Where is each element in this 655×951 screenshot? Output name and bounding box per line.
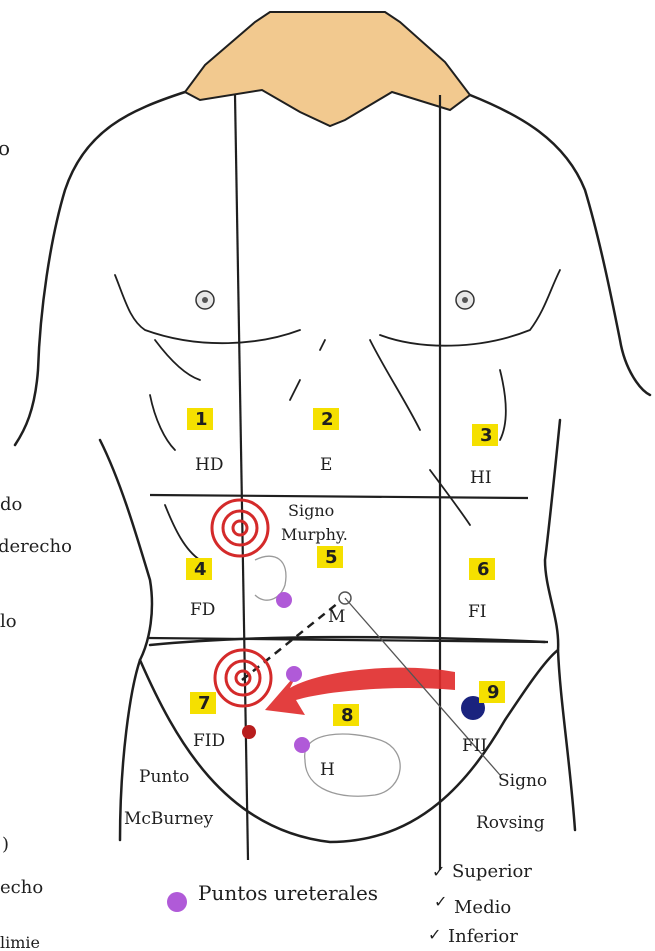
region-1-abbr: HD: [195, 455, 223, 475]
mcburney-label-line1: Punto: [139, 767, 189, 787]
legend-check-inferior: ✓: [428, 925, 441, 944]
region-6-number: 6: [477, 559, 490, 580]
rovsing-label-line1: Signo: [498, 771, 547, 791]
legend-check-middle: ✓: [434, 892, 447, 911]
rovsing-label-line2: Rovsing: [476, 813, 545, 833]
murphy-label-line2: Murphy.: [281, 525, 348, 544]
region-1-number: 1: [195, 409, 208, 430]
ureteral-point-inferior: [294, 737, 310, 753]
legend-purple-dot: [167, 892, 187, 912]
cutoff-text-4: lo: [0, 611, 17, 632]
legend-item-middle: Medio: [454, 897, 511, 918]
neck-skin: [185, 12, 470, 126]
murphy-label-line1: Signo: [288, 501, 334, 520]
region-4-number: 4: [194, 559, 207, 580]
mcburney-label-line2: McBurney: [124, 809, 214, 829]
legend-item-inferior: Inferior: [448, 926, 518, 947]
region-3-number: 3: [480, 425, 493, 446]
region-8-number: 8: [341, 705, 354, 726]
murphy-target: [212, 500, 268, 556]
ureteral-point-superior: [276, 592, 292, 608]
cutoff-text-5: ): [2, 834, 9, 855]
region-3-abbr: HI: [470, 468, 492, 488]
legend-item-superior: Superior: [452, 861, 532, 882]
region-2-abbr: E: [320, 455, 332, 475]
cutoff-text-3: derecho: [0, 536, 72, 557]
cutoff-text-7: limie: [0, 933, 40, 951]
region-5-number: 5: [325, 547, 338, 568]
cutoff-text-6: echo: [0, 877, 43, 898]
torso-outline: [15, 92, 650, 842]
region-7-number: 7: [198, 693, 211, 714]
region-6-abbr: FI: [468, 602, 487, 622]
legend-check-superior: ✓: [432, 862, 445, 881]
cutoff-text-2: do: [0, 494, 22, 515]
ureteral-point-middle: [286, 666, 302, 682]
region-5-abbr: M: [328, 607, 345, 627]
region-4-abbr: FD: [190, 600, 215, 620]
legend-dot-label: Puntos ureterales: [198, 881, 378, 905]
region-9-number: 9: [487, 682, 500, 703]
mcburney-dot: [242, 725, 256, 739]
region-2-number: 2: [321, 409, 334, 430]
cutoff-text-1: o: [0, 136, 10, 160]
region-9-abbr: FII: [462, 736, 487, 756]
region-8-abbr: H: [320, 760, 335, 780]
region-7-abbr: FID: [193, 731, 225, 751]
